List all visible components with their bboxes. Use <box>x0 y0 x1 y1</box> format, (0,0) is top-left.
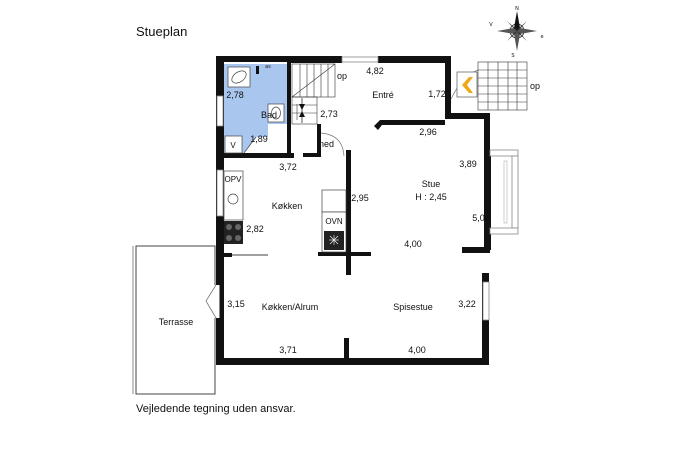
interior-walls <box>224 56 445 360</box>
dimension-label: 1,89 <box>250 134 268 144</box>
kitchen-sink-icon <box>227 193 239 205</box>
kitchen-island <box>321 189 347 213</box>
dimension-label: 1,72 <box>428 89 446 99</box>
stair-label-op-outer: op <box>530 81 540 91</box>
window-entre <box>341 56 379 63</box>
dimension-label: 3,22 <box>458 299 476 309</box>
dimension-label: 2,95 <box>351 193 369 203</box>
room-height-stue: H : 2,45 <box>415 192 447 202</box>
dimension-label: 3,89 <box>459 159 477 169</box>
dimension-label: 4,00 <box>404 239 422 249</box>
stair-label-op-inner: op <box>337 71 347 81</box>
fixture-label-opv: OPV <box>225 175 243 184</box>
fixture-label-v: V <box>230 141 236 150</box>
room-label-entre: Entré <box>372 90 394 100</box>
stair-label-ned: ned <box>319 139 334 149</box>
entry-arrow-icon <box>462 77 473 93</box>
dimension-label: 2,96 <box>419 127 437 137</box>
toilet-icon <box>231 70 247 84</box>
terrace-door-swing <box>205 284 217 319</box>
room-label-bad: Bad <box>261 110 277 120</box>
plan-title: Stueplan <box>136 24 188 39</box>
dimension-label: 3,71 <box>279 345 297 355</box>
room-label-kokken: Køkken <box>272 201 303 211</box>
door-swing-bad <box>243 136 257 154</box>
window-bay-bottom <box>489 227 519 235</box>
window-bad <box>216 95 224 127</box>
window-spisestue <box>482 281 490 321</box>
dimension-label: 4,82 <box>366 66 384 76</box>
window-opv <box>216 169 224 217</box>
windows <box>216 56 519 321</box>
room-label-terrasse: Terrasse <box>159 317 194 327</box>
dimension-label: 2,82 <box>246 224 264 234</box>
dimension-label: 2,73 <box>320 109 338 119</box>
dimension-label: 3,15 <box>227 299 245 309</box>
room-label-stue: Stue <box>422 179 441 189</box>
fixture-label-wc: as <box>265 64 271 70</box>
compass-e: e <box>540 34 543 40</box>
dimension-label: 4,00 <box>408 345 426 355</box>
window-bay-top <box>489 149 519 157</box>
inner-stair <box>291 63 336 125</box>
dimension-label: 2,78 <box>226 90 244 100</box>
fixture-label-ovn: OVN <box>325 217 343 226</box>
disclaimer-text: Vejledende tegning uden ansvar. <box>136 403 296 415</box>
dimension-label: 3,72 <box>279 162 297 172</box>
door-swing-ned <box>320 132 345 157</box>
room-label-kokken-alrum: Køkken/Alrum <box>262 302 319 312</box>
outer-stair <box>477 61 528 111</box>
compass-rose-icon: N S V e <box>489 6 543 59</box>
sink-icon <box>271 106 281 120</box>
bathroom-sink <box>267 103 285 123</box>
compass-s: S <box>511 53 514 59</box>
washer-box <box>224 135 243 154</box>
compass-n: N <box>515 6 519 12</box>
dimension-label: 5,00 <box>472 213 490 223</box>
opv-cabinet <box>223 170 244 221</box>
cooktop <box>224 221 243 244</box>
compass-w: V <box>489 22 493 28</box>
window-bay-side <box>511 155 519 229</box>
toilet <box>227 66 251 88</box>
oven-fan-icon <box>329 235 339 245</box>
terrace <box>135 245 216 395</box>
room-label-spisestue: Spisestue <box>393 302 433 312</box>
